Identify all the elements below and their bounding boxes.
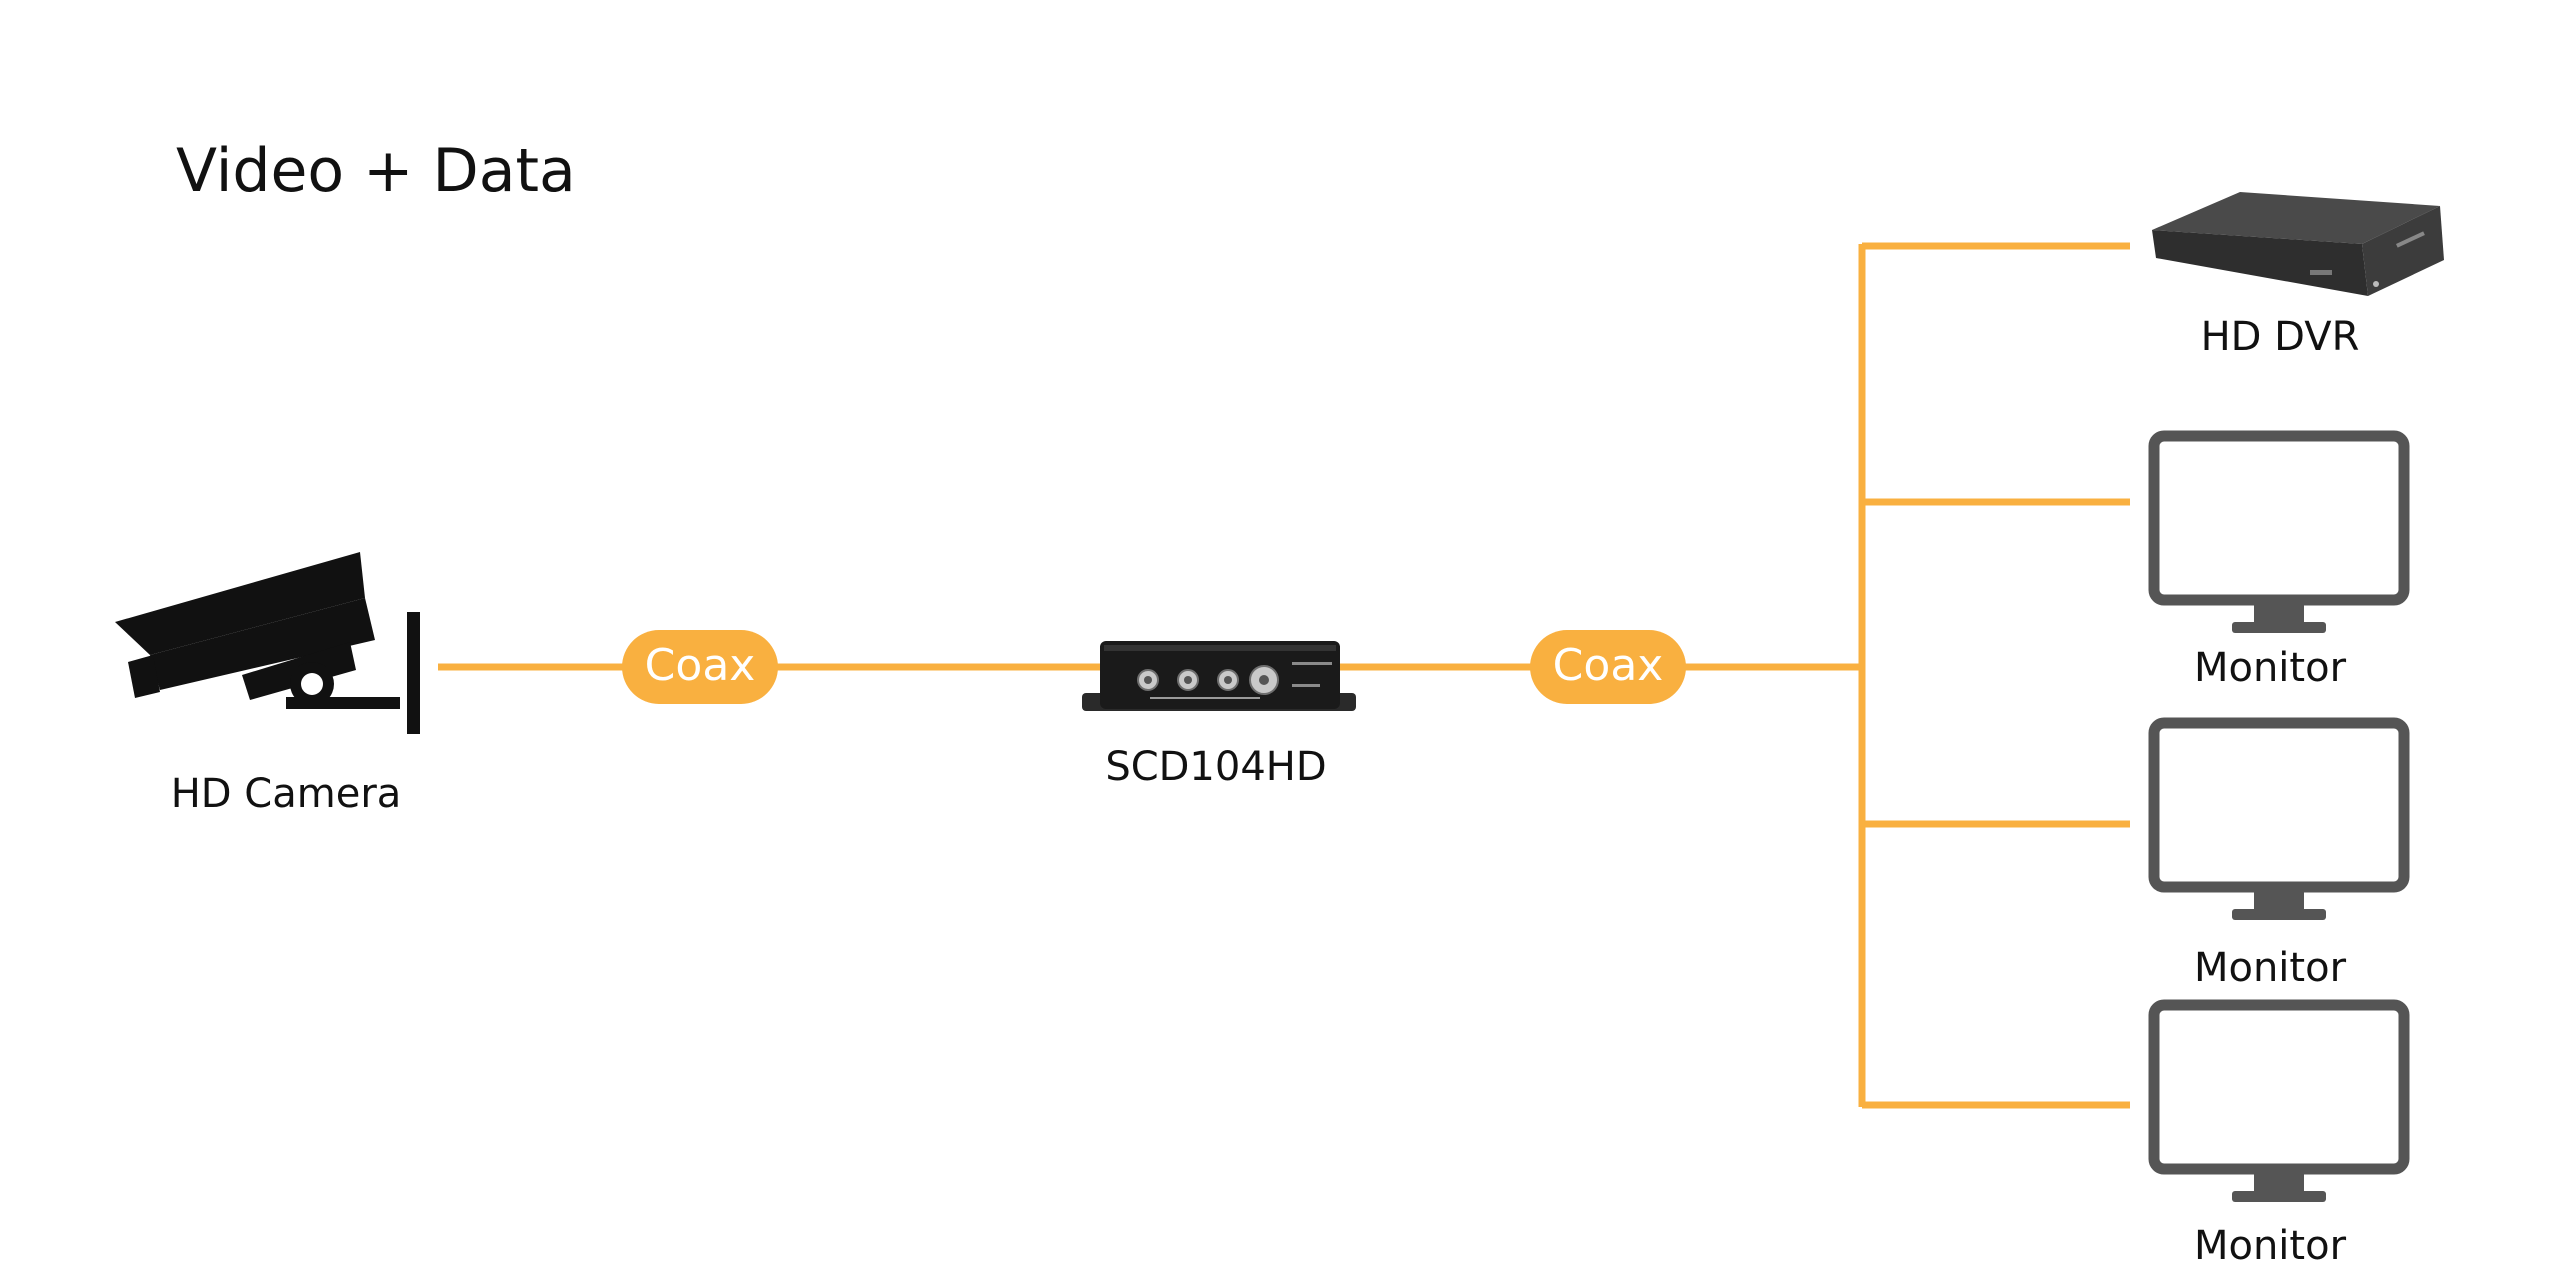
monitor-1-label: Monitor [2194,645,2347,691]
monitor-3-label: Monitor [2194,1223,2347,1269]
dvr-label: HD DVR [2201,314,2360,360]
coax-pill-2: Coax [1530,630,1686,704]
scd104hd-device-icon [1082,641,1356,711]
coax-pill-1: Coax [622,630,778,704]
diagram-title: Video + Data [176,136,576,206]
converter-label: SCD104HD [1105,744,1326,790]
dvr-recorder-icon [2152,192,2444,296]
cctv-camera-icon [115,552,420,734]
monitor-icon [2148,717,2410,920]
monitor-2-label: Monitor [2194,945,2347,991]
coax-pill-1-label: Coax [645,640,756,691]
coax-pill-2-label: Coax [1553,640,1664,691]
camera-label: HD Camera [171,771,402,817]
monitor-icon [2148,430,2410,633]
monitor-icon [2148,999,2410,1202]
